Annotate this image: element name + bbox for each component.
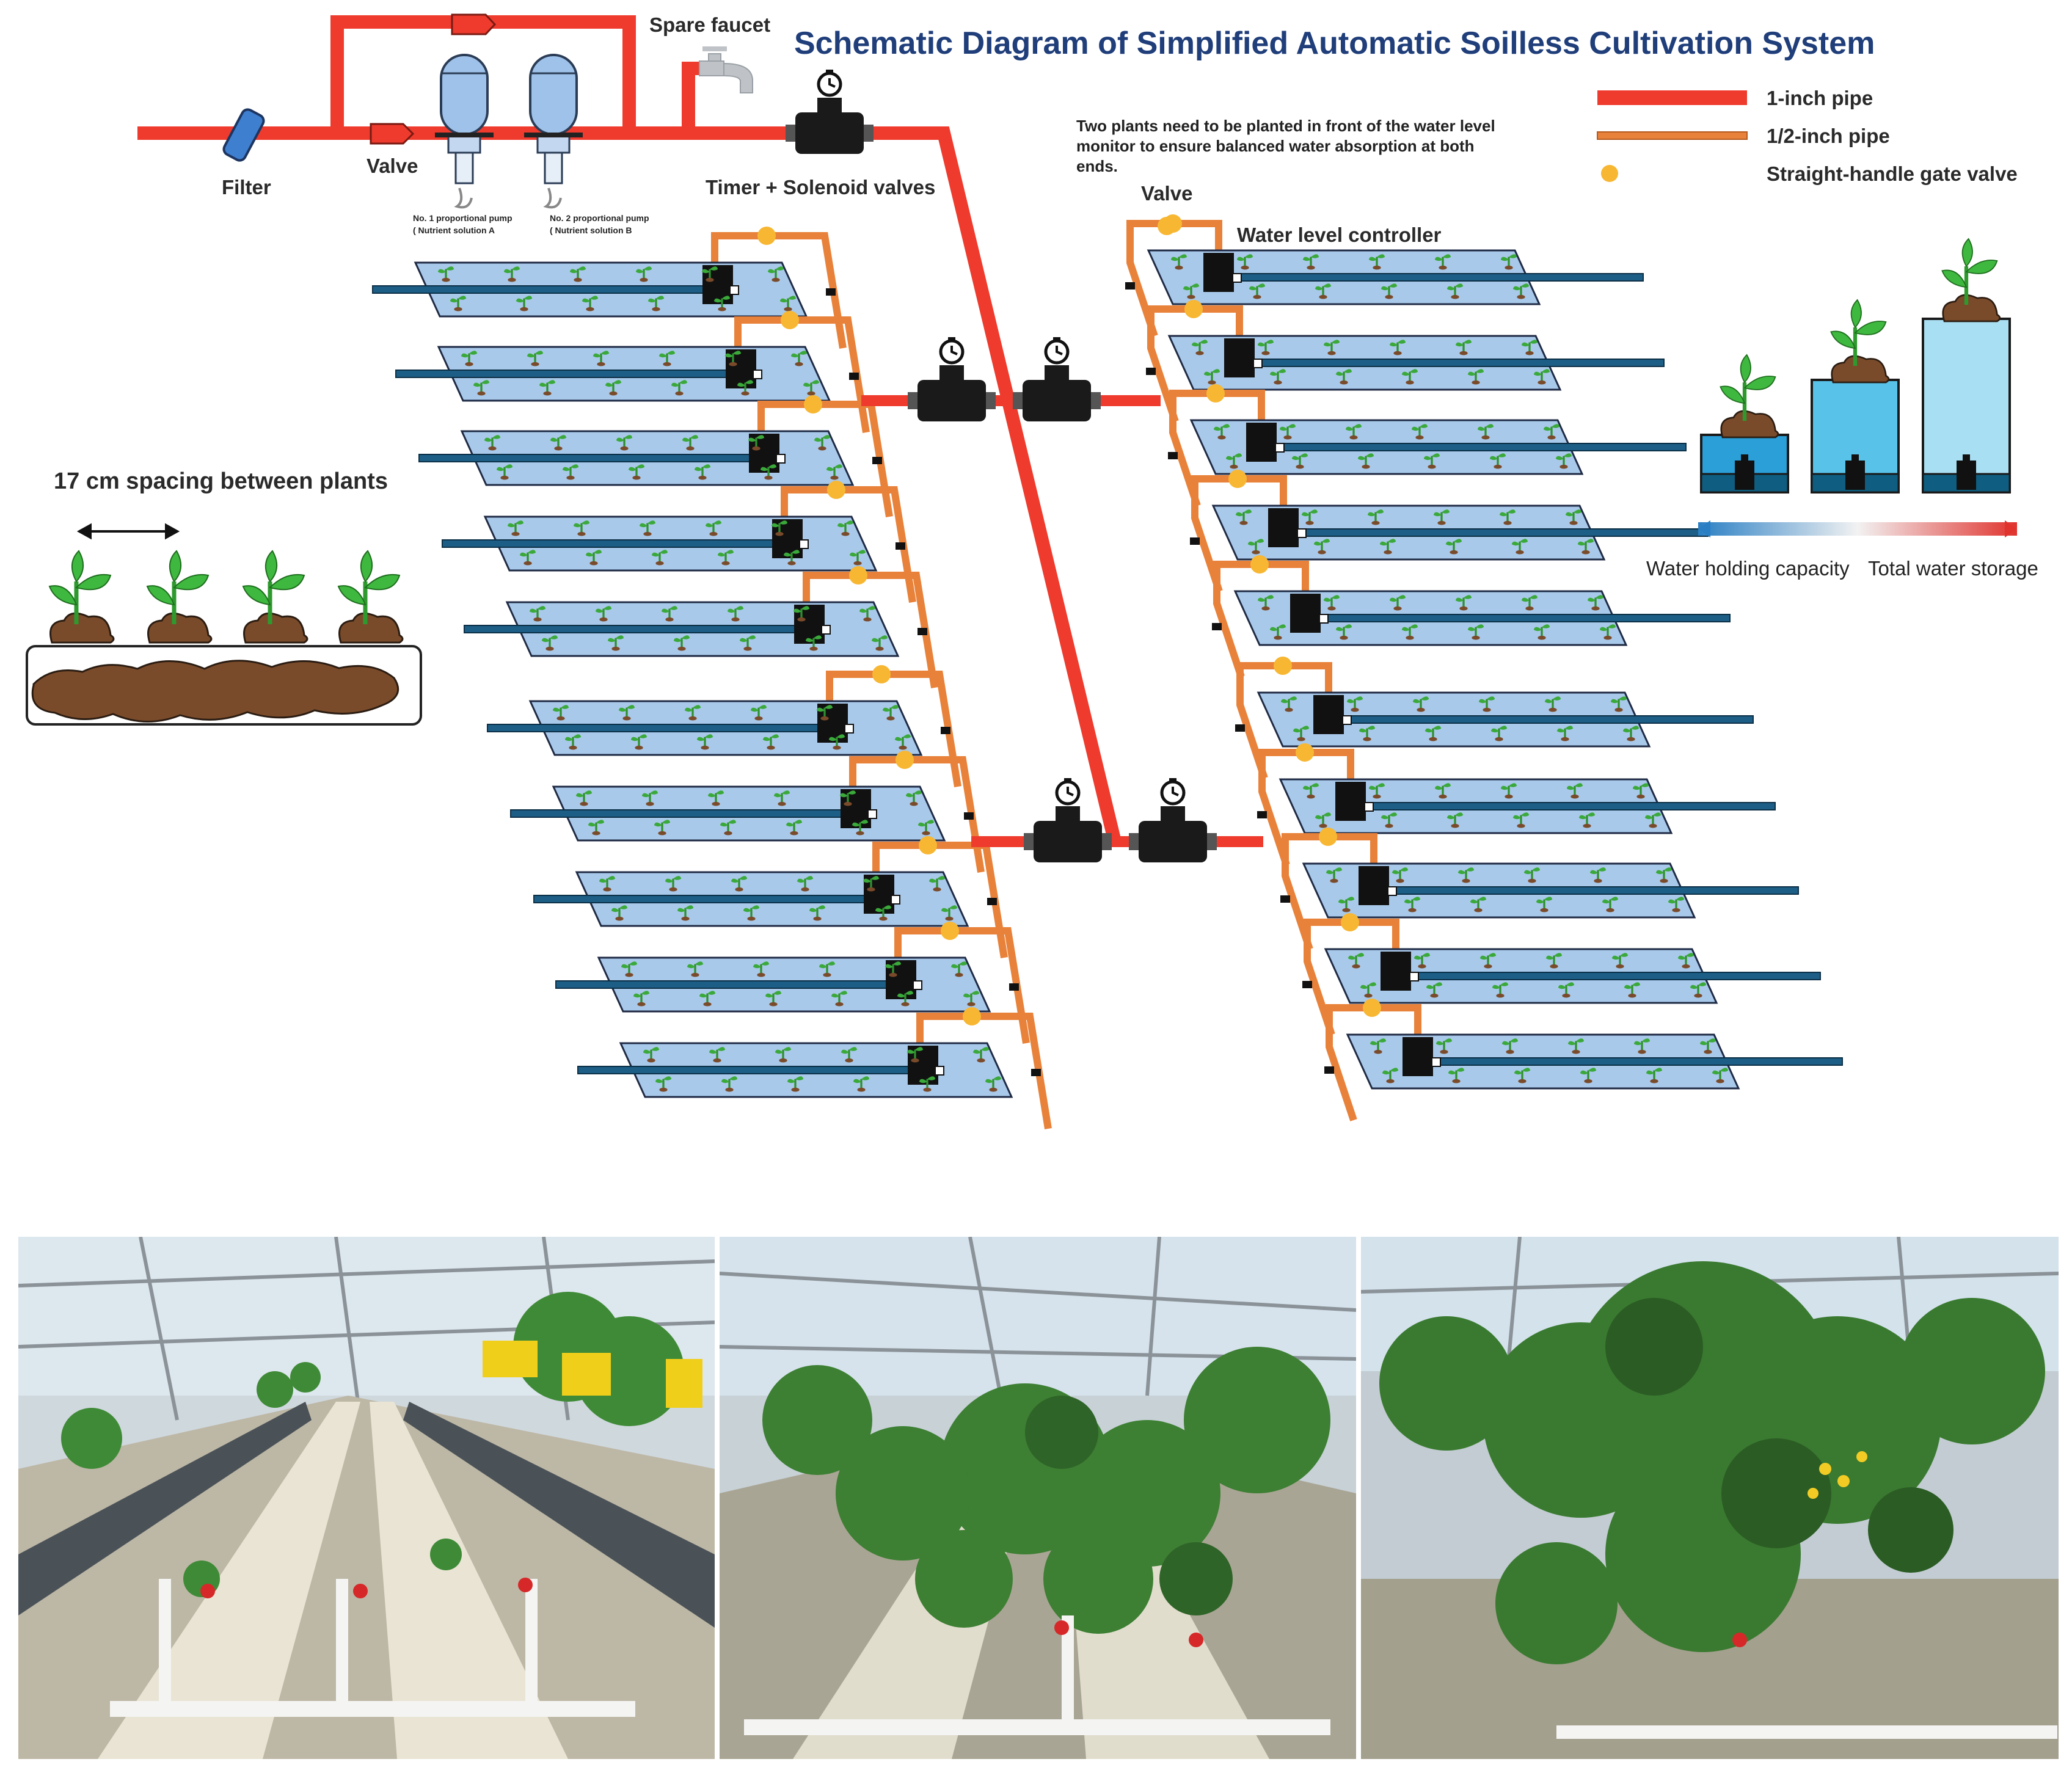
right-branch-1-0	[1235, 657, 1332, 779]
left-branch-1-1	[849, 751, 985, 873]
top-right-gate-valve	[1158, 217, 1176, 235]
spacing-plants	[48, 550, 404, 644]
spacing-arrow	[76, 523, 180, 540]
legend-label: 1-inch pipe	[1767, 87, 1873, 109]
right-branch-1-1	[1257, 743, 1354, 866]
filter-icon	[222, 108, 265, 162]
trough-right-4	[1211, 504, 1709, 561]
trough-right-3	[1189, 419, 1687, 475]
plant-spacing-label: 17 cm spacing between plants	[54, 468, 388, 494]
left-branch-1-2	[872, 836, 1008, 958]
right-branch-1-2	[1280, 828, 1377, 950]
pump-2-label-line1: No. 2 proportional pump	[550, 213, 649, 223]
trough-right-1	[1147, 249, 1644, 305]
capacity-arrow-left	[1698, 520, 1710, 537]
container-1	[1700, 354, 1789, 493]
trough-right-5	[1233, 590, 1731, 646]
right-branch-1-3	[1302, 913, 1399, 1036]
top-timer-solenoid-valve	[786, 70, 874, 154]
spacing-plant-1	[48, 550, 115, 644]
legend-swatch-half-inch-pipe	[1597, 131, 1748, 140]
planting-note-line2: monitor to ensure balanced water absorpt…	[1076, 137, 1475, 155]
spare-faucet-label: Spare faucet	[649, 13, 770, 36]
lower-left-timer-valve	[1024, 778, 1112, 862]
trough-left-3	[418, 430, 855, 486]
upper-left-timer-valve	[908, 337, 996, 421]
trough-right-2	[1167, 335, 1665, 391]
right-branch-1-4	[1324, 999, 1421, 1121]
capacity-arrow-right	[2005, 520, 2017, 537]
trough-right-7	[1279, 778, 1776, 834]
trough-right-9	[1324, 948, 1821, 1004]
trough-left-9	[555, 956, 991, 1013]
main-riser-pipe	[937, 126, 1122, 843]
water-level-controller-label: Water level controller	[1237, 224, 1442, 246]
right-branch-0-2	[1168, 384, 1265, 507]
trough-left-1	[372, 261, 808, 318]
spacing-plant-4	[337, 550, 404, 644]
left-branch-0-3	[781, 481, 916, 603]
trough-left-5	[464, 601, 900, 657]
left-branch-0-0	[711, 227, 847, 349]
container-comparison	[1700, 238, 2011, 493]
filter-label: Filter	[222, 176, 271, 198]
greenhouse-photo-fruiting-stage	[1361, 1237, 2059, 1759]
trough-left-7	[510, 785, 946, 842]
container-3	[1922, 238, 2011, 493]
left-branch-1-0	[826, 665, 961, 787]
trough-left-8	[533, 871, 969, 927]
planting-note-line3: ends.	[1076, 157, 1118, 175]
water-holding-capacity-label: Water holding capacity	[1646, 557, 1850, 580]
pump-2-label-line2: ( Nutrient solution B	[550, 225, 632, 235]
spacing-plant-2	[146, 550, 213, 644]
trough-right-8	[1302, 862, 1799, 919]
left-branch-1-3	[894, 922, 1030, 1044]
pump-1-label-line2: ( Nutrient solution A	[413, 225, 495, 235]
left-branch-0-2	[757, 395, 893, 517]
planting-note-line1: Two plants need to be planted in front o…	[1076, 117, 1495, 135]
right-branch-0-4	[1212, 555, 1309, 678]
spacing-plant-3	[242, 550, 308, 644]
trough-left-2	[395, 346, 831, 402]
inline-valve-arrows	[370, 13, 497, 145]
lower-right-timer-valve	[1129, 778, 1217, 862]
total-water-storage-label: Total water storage	[1868, 557, 2038, 580]
legend-label: 1/2-inch pipe	[1767, 125, 1890, 147]
right-branch-0-3	[1190, 470, 1287, 592]
timer-solenoid-label: Timer + Solenoid valves	[706, 176, 935, 198]
capacity-gradient-arrow	[1698, 522, 2017, 536]
container-2	[1811, 299, 1900, 493]
right-branch-0-1	[1146, 300, 1243, 423]
inlet-valve-label: Valve	[367, 155, 418, 177]
trough-right-10	[1346, 1033, 1843, 1090]
greenhouse-photo-growth-stage	[720, 1237, 1356, 1759]
upper-right-timer-valve	[1013, 337, 1101, 421]
trough-left-10	[577, 1042, 1013, 1098]
trough-left-6	[487, 700, 923, 756]
greenhouse-photo-seedling-stage	[18, 1237, 715, 1759]
pump-1-label-line1: No. 1 proportional pump	[413, 213, 513, 223]
right-valve-label: Valve	[1141, 182, 1192, 205]
left-branch-0-4	[803, 566, 938, 688]
spare-faucet-icon	[699, 46, 753, 93]
legend-label: Straight-handle gate valve	[1767, 162, 2018, 185]
proportional-pump-icons	[435, 54, 583, 209]
trough-array	[372, 214, 1843, 1129]
legend-swatch-1-inch-pipe	[1597, 90, 1747, 105]
left-branch-1-4	[916, 1007, 1052, 1129]
trough-right-6	[1257, 691, 1754, 748]
left-branch-0-1	[734, 311, 870, 433]
diagram-title: Schematic Diagram of Simplified Automati…	[794, 26, 1875, 61]
soil-bed-illustration	[26, 645, 422, 726]
pipe-legend: 1-inch pipe 1/2-inch pipeStraight-handle …	[1597, 87, 2018, 185]
legend-swatch-gate-valve	[1601, 165, 1618, 182]
trough-left-4	[442, 515, 878, 572]
